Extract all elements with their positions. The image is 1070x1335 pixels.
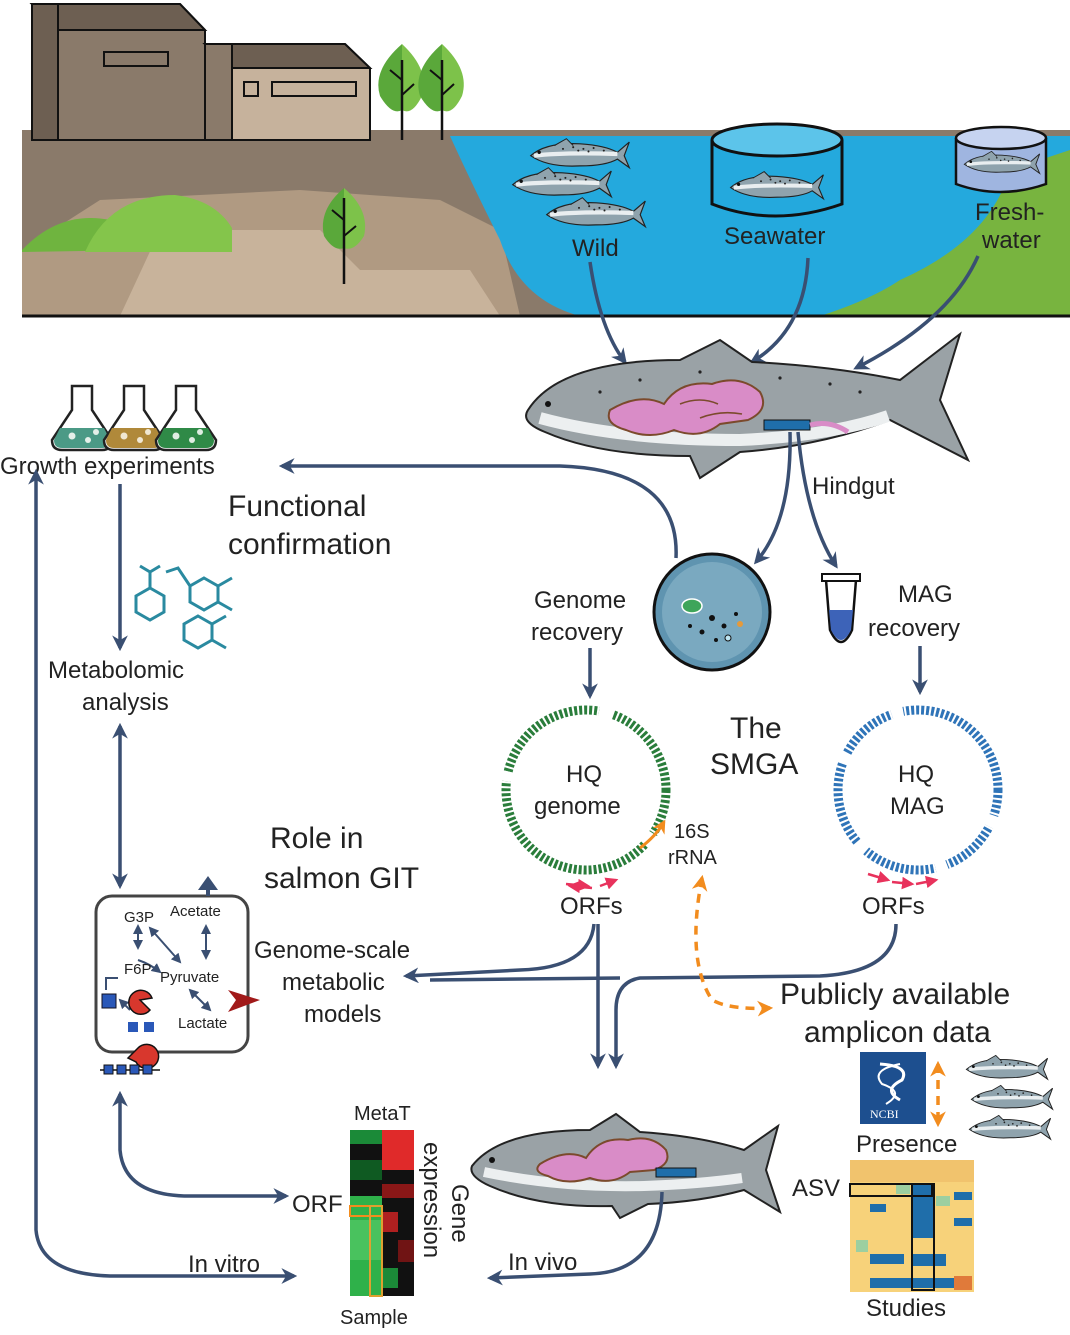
salmon-in-vivo-icon: [470, 1112, 782, 1220]
rrna-label-line-1: 16S: [674, 821, 710, 843]
genome-recovery-line-1: Genome: [534, 587, 626, 614]
reference-fish-icon: [967, 1114, 1053, 1142]
hq-genome-ring: [500, 704, 672, 876]
arrow-growth-to-invitro: [28, 468, 298, 1284]
arrow-orfs-to-gsmm: [402, 923, 596, 984]
presence-label: Presence: [856, 1131, 957, 1158]
asv-presence-heatmap: [849, 1160, 974, 1292]
gene-expression-heatmap: [349, 1130, 414, 1297]
building-large: [29, 3, 208, 141]
petri-dish-icon: [652, 552, 772, 672]
in-vitro-label: In vitro: [188, 1251, 260, 1278]
seawater-tank-icon: [710, 122, 844, 218]
metabolite-structures-icon: [134, 564, 233, 650]
reference-fish-icon: [969, 1084, 1055, 1112]
orf-arrows-left: [565, 877, 619, 894]
gene-expression-line-1: Gene: [446, 1184, 473, 1243]
asv-label: ASV: [792, 1175, 840, 1202]
role-title-line-2: salmon GIT: [264, 862, 419, 895]
ncbi-logo-text: NCBI: [870, 1107, 899, 1121]
arrow-seawater-to-salmon: [749, 257, 810, 364]
arrow-mag-orfs-to-gsmm: [429, 976, 621, 982]
gene-expression-line-2: expression: [418, 1142, 445, 1258]
hindgut-label: Hindgut: [812, 473, 895, 500]
functional-confirmation-line-2: confirmation: [228, 528, 391, 561]
landscape-scene: Wild Seawater Fresh- water: [22, 3, 1070, 318]
smga-title-line-1: The: [730, 712, 782, 745]
hq-mag-line-2: MAG: [890, 793, 945, 820]
habitat-label-seawater: Seawater: [724, 223, 825, 250]
tree-icon: [418, 44, 464, 140]
flask-icon: [154, 384, 218, 452]
dashed-arrow-16s-to-public: [691, 874, 774, 1017]
metabolite-f6p: F6P: [124, 961, 152, 978]
metabolite-g3p: G3P: [124, 909, 154, 926]
building-small: [202, 43, 373, 141]
orfs-label-left: ORFs: [560, 893, 623, 920]
arrow-wild-to-salmon: [588, 261, 627, 365]
gsmm-line-1: Genome-scale: [254, 937, 410, 964]
metabolomic-analysis-line-1: Metabolomic: [48, 657, 184, 684]
flask-icon: [102, 384, 166, 452]
ncbi-logo: NCBI: [860, 1052, 926, 1124]
metabolite-acetate: Acetate: [170, 903, 221, 920]
gsmm-line-3: models: [304, 1001, 381, 1028]
growth-experiments-label: Growth experiments: [0, 453, 215, 480]
mag-recovery-line-2: recovery: [868, 615, 960, 642]
arrow-hindgut-to-tube: [796, 431, 838, 569]
public-data-line-2: amplicon data: [804, 1016, 991, 1049]
reference-fish-icon: [964, 1054, 1050, 1082]
orf-label: ORF: [292, 1191, 343, 1218]
tree-icon: [322, 188, 366, 284]
metabolite-pyruvate: Pyruvate: [160, 969, 219, 986]
hq-genome-line-1: HQ: [566, 761, 602, 788]
studies-label: Studies: [866, 1295, 946, 1322]
grass-hill: [85, 195, 232, 252]
arrow-salmon-to-invivo: [486, 1191, 664, 1286]
in-vivo-label: In vivo: [508, 1249, 577, 1276]
public-data-line-1: Publicly available: [780, 978, 1010, 1011]
hq-mag-line-1: HQ: [898, 761, 934, 788]
arrow-mag-orfs-to-invivo: [608, 923, 898, 1070]
tree-icon: [378, 44, 424, 140]
arrow-plate-to-growth: [278, 458, 678, 559]
orf-arrows-right: [867, 871, 939, 890]
metabolite-lactate: Lactate: [178, 1015, 227, 1032]
habitat-label-wild: Wild: [572, 235, 619, 262]
sample-tube-icon: [821, 573, 861, 644]
freshwater-tank-icon: [954, 125, 1048, 194]
arrow-cell-to-orf: [112, 1090, 290, 1204]
hq-genome-line-2: genome: [534, 793, 621, 820]
gsmm-line-2: metabolic: [282, 969, 385, 996]
arrow-freshwater-to-salmon: [853, 255, 980, 370]
sample-label: Sample: [340, 1307, 408, 1329]
role-title-line-1: Role in: [270, 822, 363, 855]
rrna-label-line-2: rRNA: [668, 847, 718, 869]
mag-recovery-line-1: MAG: [898, 581, 953, 608]
substrate-square-icon: [101, 993, 117, 1009]
metat-label: MetaT: [354, 1103, 411, 1125]
hq-mag-ring: [832, 704, 1004, 876]
flask-icon: [50, 384, 114, 452]
functional-confirmation-line-1: Functional: [228, 490, 366, 523]
genome-recovery-line-2: recovery: [531, 619, 623, 646]
orfs-label-right: ORFs: [862, 893, 925, 920]
habitat-label-freshwater-1: Fresh-: [975, 199, 1044, 226]
salmon-with-gut-icon: [525, 331, 971, 480]
metabolomic-analysis-line-2: analysis: [82, 689, 169, 716]
habitat-label-freshwater-2: water: [981, 227, 1041, 254]
arrow-hindgut-to-plate: [753, 431, 792, 565]
smga-title-line-2: SMGA: [710, 748, 798, 781]
